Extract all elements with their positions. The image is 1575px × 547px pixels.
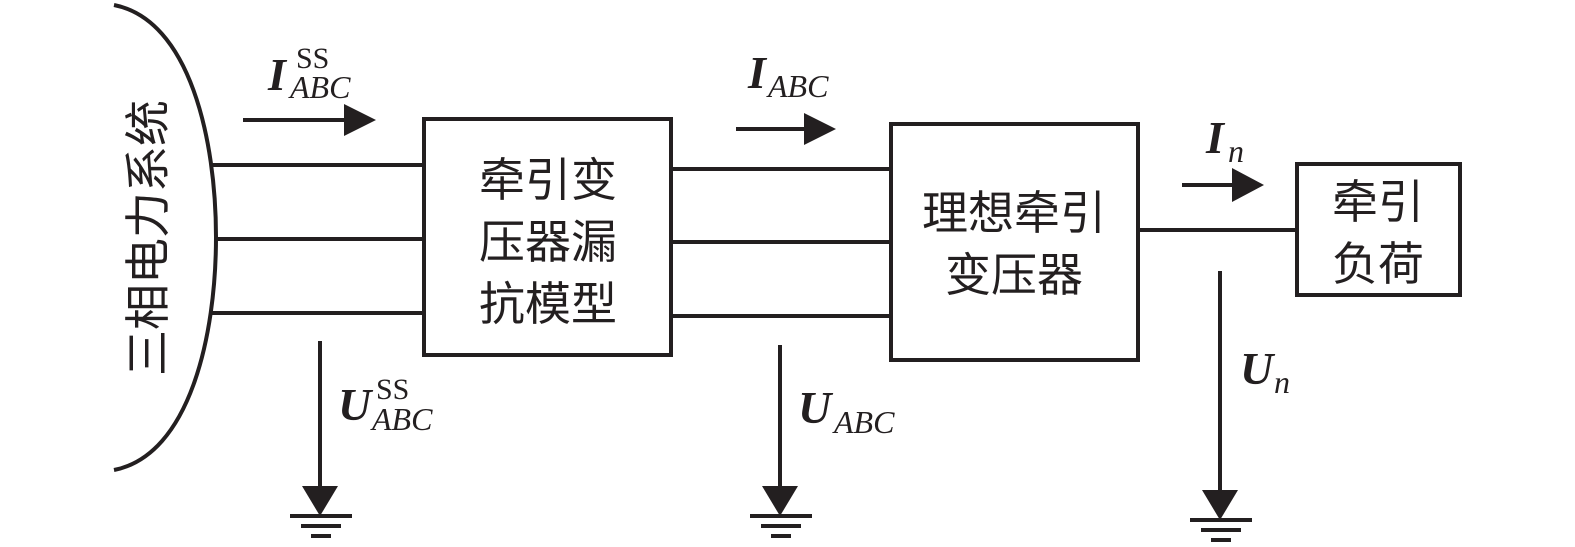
i-abc-sub: ABC	[766, 68, 829, 104]
i-n-sub: n	[1228, 133, 1244, 169]
traction-load-line-2: 负荷	[1332, 237, 1424, 291]
i-ss-sub: ABC	[288, 69, 351, 105]
arrow-right-icon	[344, 104, 376, 136]
traction-load-line-1: 牵引	[1332, 175, 1424, 229]
i-ss-main: I	[267, 49, 288, 100]
arrow-down-icon	[1202, 490, 1238, 520]
traction-load-box	[1295, 162, 1462, 297]
current-i-abc: I ABC	[736, 47, 836, 145]
current-i-n: I n	[1182, 112, 1264, 202]
leakage-model-line-3: 抗模型	[479, 277, 617, 331]
ground-icon	[1190, 518, 1252, 542]
u-n-sub: n	[1274, 364, 1290, 400]
voltage-u-ss: U SS ABC	[290, 341, 433, 538]
arrow-down-icon	[762, 486, 798, 516]
current-i-ss: I SS ABC	[243, 42, 376, 136]
u-abc-sub: ABC	[832, 404, 895, 440]
three-phase-source: 三相电力系统	[113, 3, 219, 472]
i-ss-sup: SS	[296, 42, 329, 75]
u-ss-sup: SS	[376, 373, 409, 406]
source-label: 三相电力系统	[121, 100, 175, 376]
ground-icon	[290, 514, 352, 538]
traction-load-block: 牵引 负荷	[1295, 162, 1462, 297]
ideal-transformer-box	[889, 122, 1140, 362]
arrow-down-icon	[302, 486, 338, 516]
i-n-main: I	[1205, 112, 1226, 163]
three-phase-lines-1	[212, 163, 424, 315]
three-phase-lines-2	[671, 167, 891, 318]
i-abc-main: I	[747, 47, 768, 98]
voltage-u-abc: U ABC	[750, 345, 895, 538]
u-n-main: U	[1240, 343, 1276, 394]
arrow-right-icon	[1232, 168, 1264, 202]
ideal-transformer-line-2: 变压器	[945, 248, 1083, 302]
leakage-model-line-1: 牵引变	[479, 153, 617, 207]
leakage-model-block: 牵引变 压器漏 抗模型	[422, 117, 673, 357]
ideal-transformer-line-1: 理想牵引	[922, 186, 1106, 240]
voltage-u-n: U n	[1190, 271, 1290, 542]
u-ss-main: U	[338, 379, 374, 430]
u-ss-sub: ABC	[370, 401, 433, 437]
u-abc-main: U	[798, 382, 834, 433]
arrow-right-icon	[804, 113, 836, 145]
ideal-transformer-block: 理想牵引 变压器	[889, 122, 1140, 362]
leakage-model-box	[422, 117, 673, 357]
ground-icon	[750, 514, 812, 538]
leakage-model-line-2: 压器漏	[479, 215, 617, 269]
